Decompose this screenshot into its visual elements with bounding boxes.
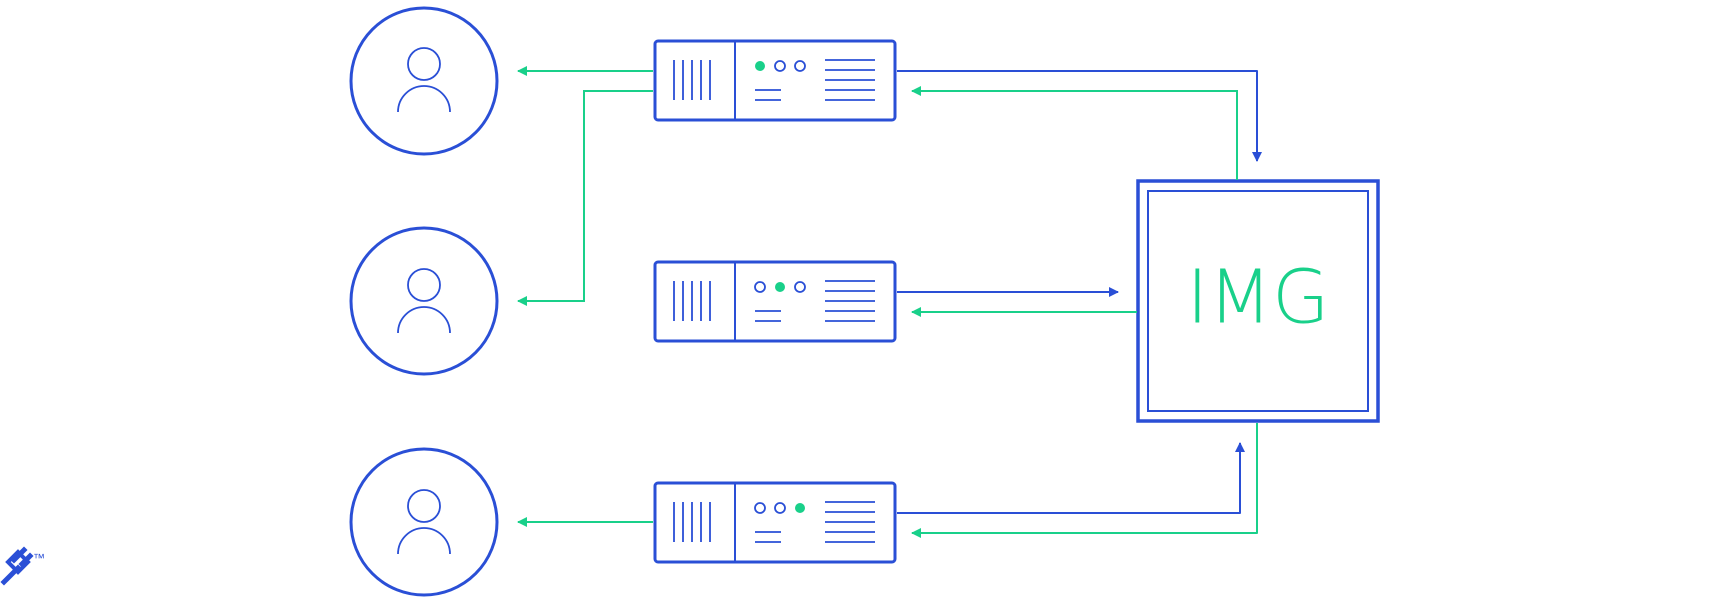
user-node-2	[349, 226, 499, 376]
server-status-lights	[755, 60, 806, 72]
server-text-lines	[755, 501, 875, 543]
user-icon	[397, 47, 451, 113]
server-vent-icon	[673, 281, 711, 321]
image-storage-label: IMG	[1186, 255, 1329, 341]
user-icon	[397, 489, 451, 555]
user-node-3	[349, 447, 499, 597]
image-storage-node: IMG	[1136, 179, 1380, 423]
connector-storage-to-server3	[911, 423, 1258, 538]
server-vent-icon	[673, 60, 711, 100]
server-text-lines	[755, 280, 875, 322]
server-status-lights	[754, 281, 806, 293]
server-node-3	[653, 481, 897, 564]
connector-server1-to-storage	[897, 70, 1262, 162]
user-node-1	[349, 6, 499, 156]
server-node-1	[653, 39, 897, 122]
toptal-logo-icon	[0, 546, 34, 586]
server-vent-icon	[673, 502, 711, 542]
connector-storage-to-server1	[911, 86, 1238, 180]
logo-trademark: ™	[33, 551, 45, 565]
connector-server3-to-storage	[897, 442, 1245, 514]
server-status-lights	[754, 502, 805, 514]
connector-server1-to-user2	[517, 90, 653, 306]
server-text-lines	[755, 59, 875, 101]
user-icon	[397, 268, 451, 334]
server-node-2	[653, 260, 897, 343]
